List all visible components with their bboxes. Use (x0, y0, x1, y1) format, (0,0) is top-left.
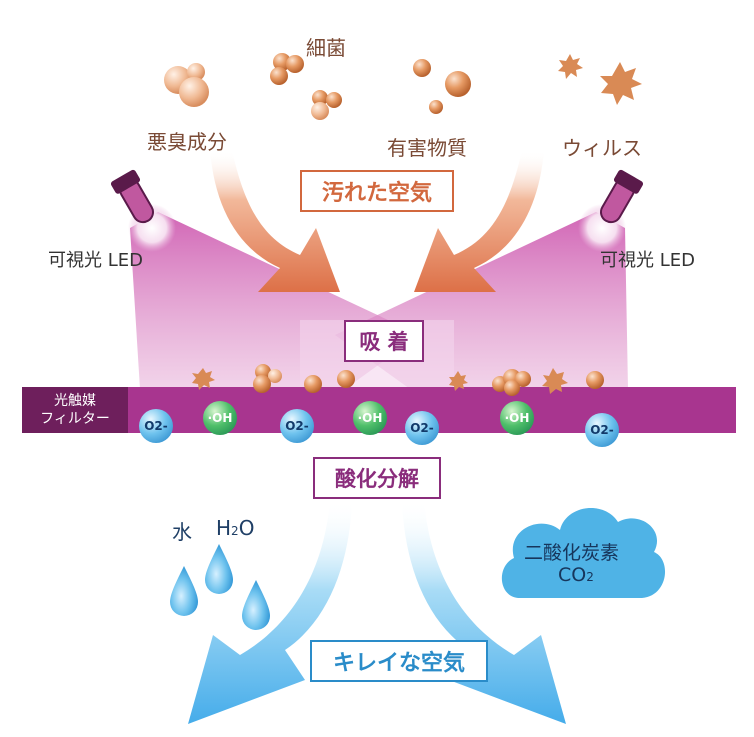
superoxide-molecule: O2- (139, 409, 173, 443)
superoxide-molecule: O2- (280, 409, 314, 443)
adsorption-label: 吸 着 (344, 320, 424, 362)
water-drops-icon (170, 544, 270, 630)
virus-particles-icon (558, 54, 642, 105)
clean-air-arrow-right (402, 500, 566, 724)
clean-air-arrow-left (188, 500, 352, 724)
h2o-formula: H2O (216, 516, 254, 540)
adsorbed-particles-icon (192, 364, 604, 396)
harmful-substance-particles-icon (413, 59, 471, 114)
harmful-substance-label: 有害物質 (387, 136, 467, 160)
led-right-icon (578, 169, 644, 252)
h2o-subscript: 2 (231, 524, 239, 538)
h2o-o: O (238, 516, 255, 540)
superoxide-molecule: O2- (585, 413, 619, 447)
bacteria-particles-icon (270, 53, 342, 120)
odor-particles-icon (164, 63, 209, 107)
h2o-h: H (216, 516, 232, 540)
filter-label-line1: 光触媒 (54, 393, 96, 409)
dirty-air-arrow-right (414, 150, 544, 292)
water-label: 水 (172, 520, 192, 544)
oxidative-decomposition-label: 酸化分解 (313, 457, 441, 499)
clean-air-label: キレイな空気 (310, 640, 488, 682)
hydroxyl-radical-molecule: ·OH (203, 401, 237, 435)
led-left-label: 可視光 LED (48, 250, 143, 271)
superoxide-molecule: O2- (405, 411, 439, 445)
hydroxyl-radical-molecule: ·OH (500, 401, 534, 435)
led-right-label: 可視光 LED (600, 250, 695, 271)
bacteria-label: 細菌 (306, 36, 346, 60)
virus-label: ウィルス (562, 136, 642, 160)
filter-label-box (22, 387, 128, 433)
co2-name-label: 二酸化炭素 (524, 542, 620, 564)
co2-formula: CO2 (558, 564, 594, 586)
led-left-icon (110, 169, 176, 252)
co2-subscript: 2 (586, 570, 594, 584)
co2-cloud-icon (501, 508, 666, 598)
odor-label: 悪臭成分 (147, 130, 227, 154)
filter-label-line2: フィルター (40, 411, 110, 427)
co2-c: CO (558, 564, 587, 586)
dirty-air-label: 汚れた空気 (300, 170, 454, 212)
filter-label: 光触媒 フィルター (22, 387, 128, 433)
dirty-air-arrow-left (210, 150, 340, 292)
hydroxyl-radical-molecule: ·OH (353, 401, 387, 435)
